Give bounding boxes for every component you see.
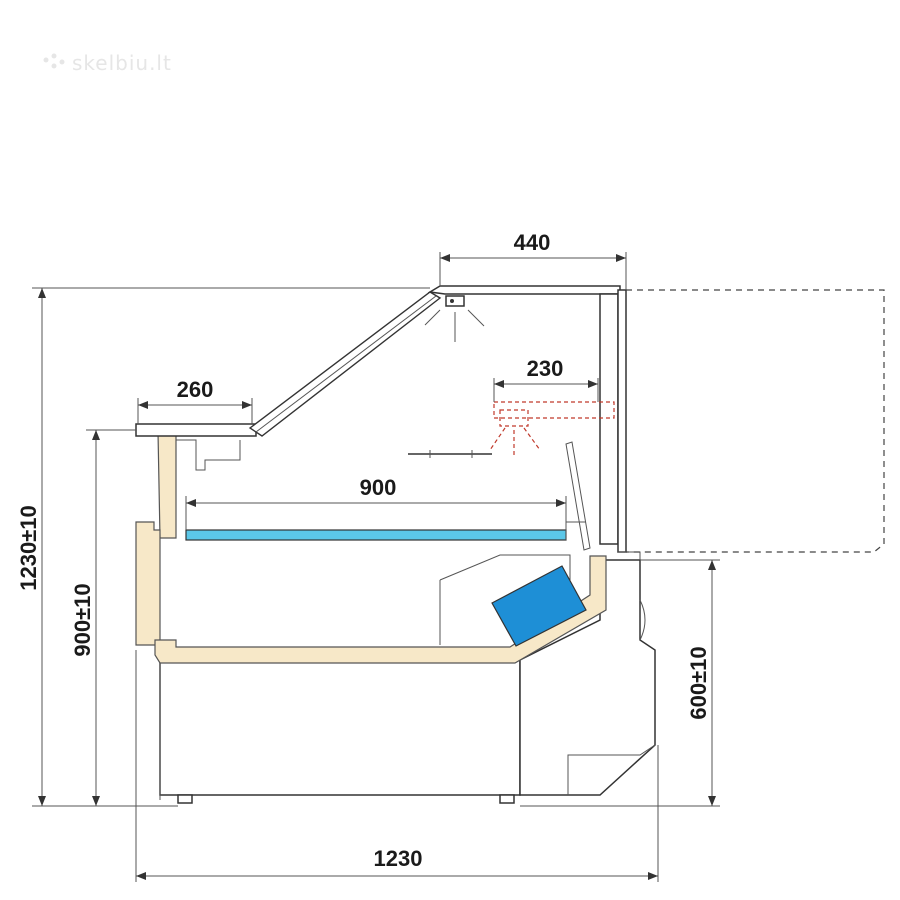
dimension-rear-height: 600±10 <box>520 559 720 807</box>
dimension-top-width: 440 <box>439 230 627 290</box>
rear-door <box>565 441 591 551</box>
top-lamp <box>424 295 485 342</box>
dimension-lamp-offset: 230 <box>493 356 599 402</box>
dim-label-1230-height: 1230±10 <box>16 505 41 591</box>
counter-shelf <box>135 423 257 437</box>
cabinet-body <box>159 430 656 804</box>
dim-label-900-height: 900±10 <box>70 583 95 656</box>
optional-lamp <box>489 401 615 458</box>
dimension-total-height: 1230±10 <box>16 287 430 807</box>
dimension-shelf-depth: 260 <box>137 377 253 424</box>
product-shelf <box>408 450 492 458</box>
dimension-tray-depth: 900 <box>185 475 567 530</box>
optional-extension-outline <box>626 289 885 553</box>
evaporator <box>439 554 587 647</box>
dim-label-900: 900 <box>360 475 397 500</box>
dimension-total-depth: 1230 <box>135 650 659 882</box>
watermark-text: skelbiu.lt <box>72 51 172 75</box>
dim-label-260: 260 <box>177 377 214 402</box>
dim-label-1230-depth: 1230 <box>374 846 423 871</box>
watermark: skelbiu.lt <box>43 51 172 75</box>
front-profile <box>176 439 241 471</box>
dimension-counter-height: 900±10 <box>70 429 136 806</box>
dim-label-230: 230 <box>527 356 564 381</box>
dim-label-440: 440 <box>514 230 551 255</box>
display-tray <box>185 521 586 541</box>
dim-label-600-height: 600±10 <box>686 646 711 719</box>
front-glass <box>248 291 442 437</box>
top-frame <box>427 285 641 560</box>
insulation-panel <box>135 431 607 664</box>
